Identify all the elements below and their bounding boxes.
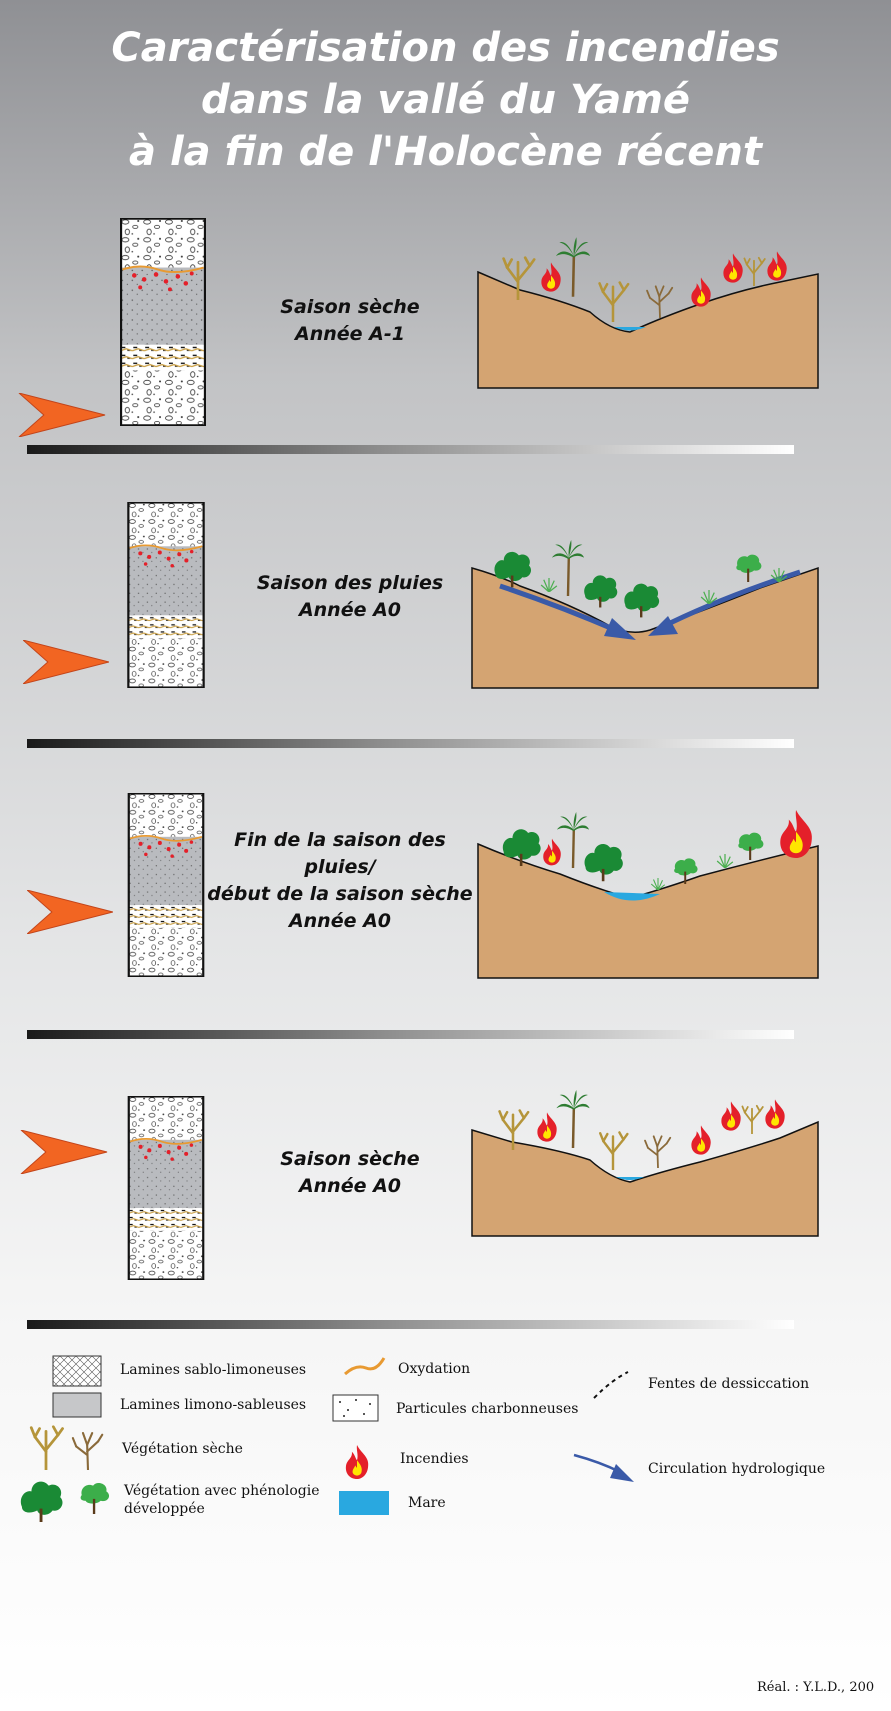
title-line-2: dans la vallé du Yamé — [200, 77, 691, 123]
panel-3-line-3: Année A0 — [288, 910, 392, 932]
valley-profile-1 — [477, 270, 819, 389]
legend-green-vegetation-line-1: Végétation avec phénologie — [124, 1483, 320, 1499]
legend-sandy-silt-label: Lamines sablo-limoneuses — [120, 1362, 307, 1378]
panel-3-line-1: Fin de la saison des pluies/ — [234, 829, 446, 878]
desiccation-cracks-icon — [593, 1371, 629, 1399]
green-bush-icon — [623, 582, 661, 618]
title-line-3: à la fin de l'Holocène récent — [129, 129, 762, 175]
panel-2-line-2: Année A0 — [298, 599, 402, 621]
arrow-icon — [23, 640, 109, 684]
separator-bar-2 — [27, 739, 794, 748]
pond-swatch — [339, 1491, 389, 1515]
fire-icon — [780, 810, 812, 858]
legend-dry-vegetation-label: Végétation sèche — [122, 1441, 243, 1457]
legend-desiccation-label: Fentes de dessiccation — [648, 1376, 810, 1392]
green-bush-icon — [583, 842, 625, 883]
fire-icon — [543, 838, 561, 866]
page-title: Caractérisation des incendies dans la va… — [0, 22, 891, 178]
dry-plant-icon — [71, 1431, 104, 1470]
legend-silty-sand-label: Lamines limono-sableuses — [120, 1397, 307, 1413]
panel-2-label: Saison des pluies Année A0 — [235, 570, 465, 624]
sediment-column-3 — [127, 793, 205, 977]
separator-bar-4 — [27, 1320, 794, 1329]
dry-plant-icon — [598, 281, 630, 322]
panel-2-line-1: Saison des pluies — [256, 572, 444, 594]
fire-icon — [691, 277, 711, 307]
dry-plant-icon — [644, 1135, 672, 1168]
legend-green-vegetation-line-2: développée — [124, 1501, 205, 1517]
fire-icon — [765, 1099, 785, 1129]
dry-plant-icon — [598, 1131, 629, 1170]
legend-fires-label: Incendies — [400, 1451, 469, 1467]
dry-plant-icon — [29, 1425, 65, 1470]
palm-icon — [556, 812, 590, 868]
panel-3-line-2: début de la saison sèche — [207, 883, 473, 905]
legend-oxidation-label: Oxydation — [398, 1361, 471, 1377]
legend-silty-sand-swatch — [52, 1392, 102, 1418]
legend-charcoal-label: Particules charbonneuses — [396, 1401, 579, 1417]
panel-4-line-1: Saison sèche — [280, 1148, 420, 1170]
panel-1-label: Saison sèche Année A-1 — [240, 294, 460, 348]
small-bush-icon — [737, 831, 765, 860]
title-line-1: Caractérisation des incendies — [111, 25, 780, 71]
hydro-arrow-head — [610, 1464, 634, 1482]
sediment-column-1 — [120, 218, 206, 426]
panel-1-line-2: Année A-1 — [295, 323, 405, 345]
legend-pond-label: Mare — [408, 1495, 446, 1511]
credit-text: Réal. : Y.L.D., 200 — [757, 1680, 875, 1695]
panel-1-line-1: Saison sèche — [280, 296, 420, 318]
hydro-arrow-icon — [573, 1453, 621, 1474]
legend-hydro-label: Circulation hydrologique — [648, 1461, 826, 1477]
arrow-icon — [27, 890, 113, 934]
palm-icon — [552, 540, 584, 596]
legend-green-vegetation-label: Végétation avec phénologie développée — [124, 1482, 320, 1518]
sediment-column-4 — [127, 1096, 205, 1280]
panel-4-label: Saison sèche Année A0 — [240, 1146, 460, 1200]
green-bush-icon — [19, 1480, 64, 1522]
arrow-icon — [20, 1130, 108, 1174]
charcoal-dots — [339, 1399, 371, 1417]
valley-profile-4 — [471, 1120, 819, 1237]
valley-profile-2 — [471, 566, 819, 689]
valley-profile-3 — [477, 842, 819, 979]
grass-icon — [716, 854, 734, 868]
panel-4-line-2: Année A0 — [298, 1175, 402, 1197]
arrow-icon — [18, 393, 106, 437]
separator-bar-3 — [27, 1030, 794, 1039]
legend-sandy-silt-swatch — [52, 1355, 102, 1387]
oxidation-icon — [343, 1357, 386, 1376]
dry-plant-icon — [741, 1104, 764, 1134]
sediment-column-2 — [126, 502, 206, 688]
small-bush-icon — [79, 1481, 111, 1514]
palm-icon — [556, 1090, 590, 1148]
dry-plant-icon — [646, 285, 674, 318]
green-bush-icon — [582, 574, 619, 609]
small-bush-icon — [735, 553, 763, 582]
charcoal-particles-swatch — [332, 1394, 379, 1422]
fire-icon — [721, 1101, 741, 1131]
dry-plant-icon — [743, 256, 766, 286]
panel-3-label: Fin de la saison des pluies/ début de la… — [206, 827, 474, 935]
fire-icon — [541, 262, 561, 292]
palm-icon — [556, 236, 590, 298]
separator-bar-1 — [27, 445, 794, 454]
fire-icon — [691, 1125, 711, 1155]
fire-icon — [723, 253, 743, 283]
fire-icon — [767, 251, 787, 281]
fire-icon — [345, 1445, 369, 1479]
fire-icon — [537, 1112, 557, 1142]
grass-icon — [540, 578, 558, 592]
